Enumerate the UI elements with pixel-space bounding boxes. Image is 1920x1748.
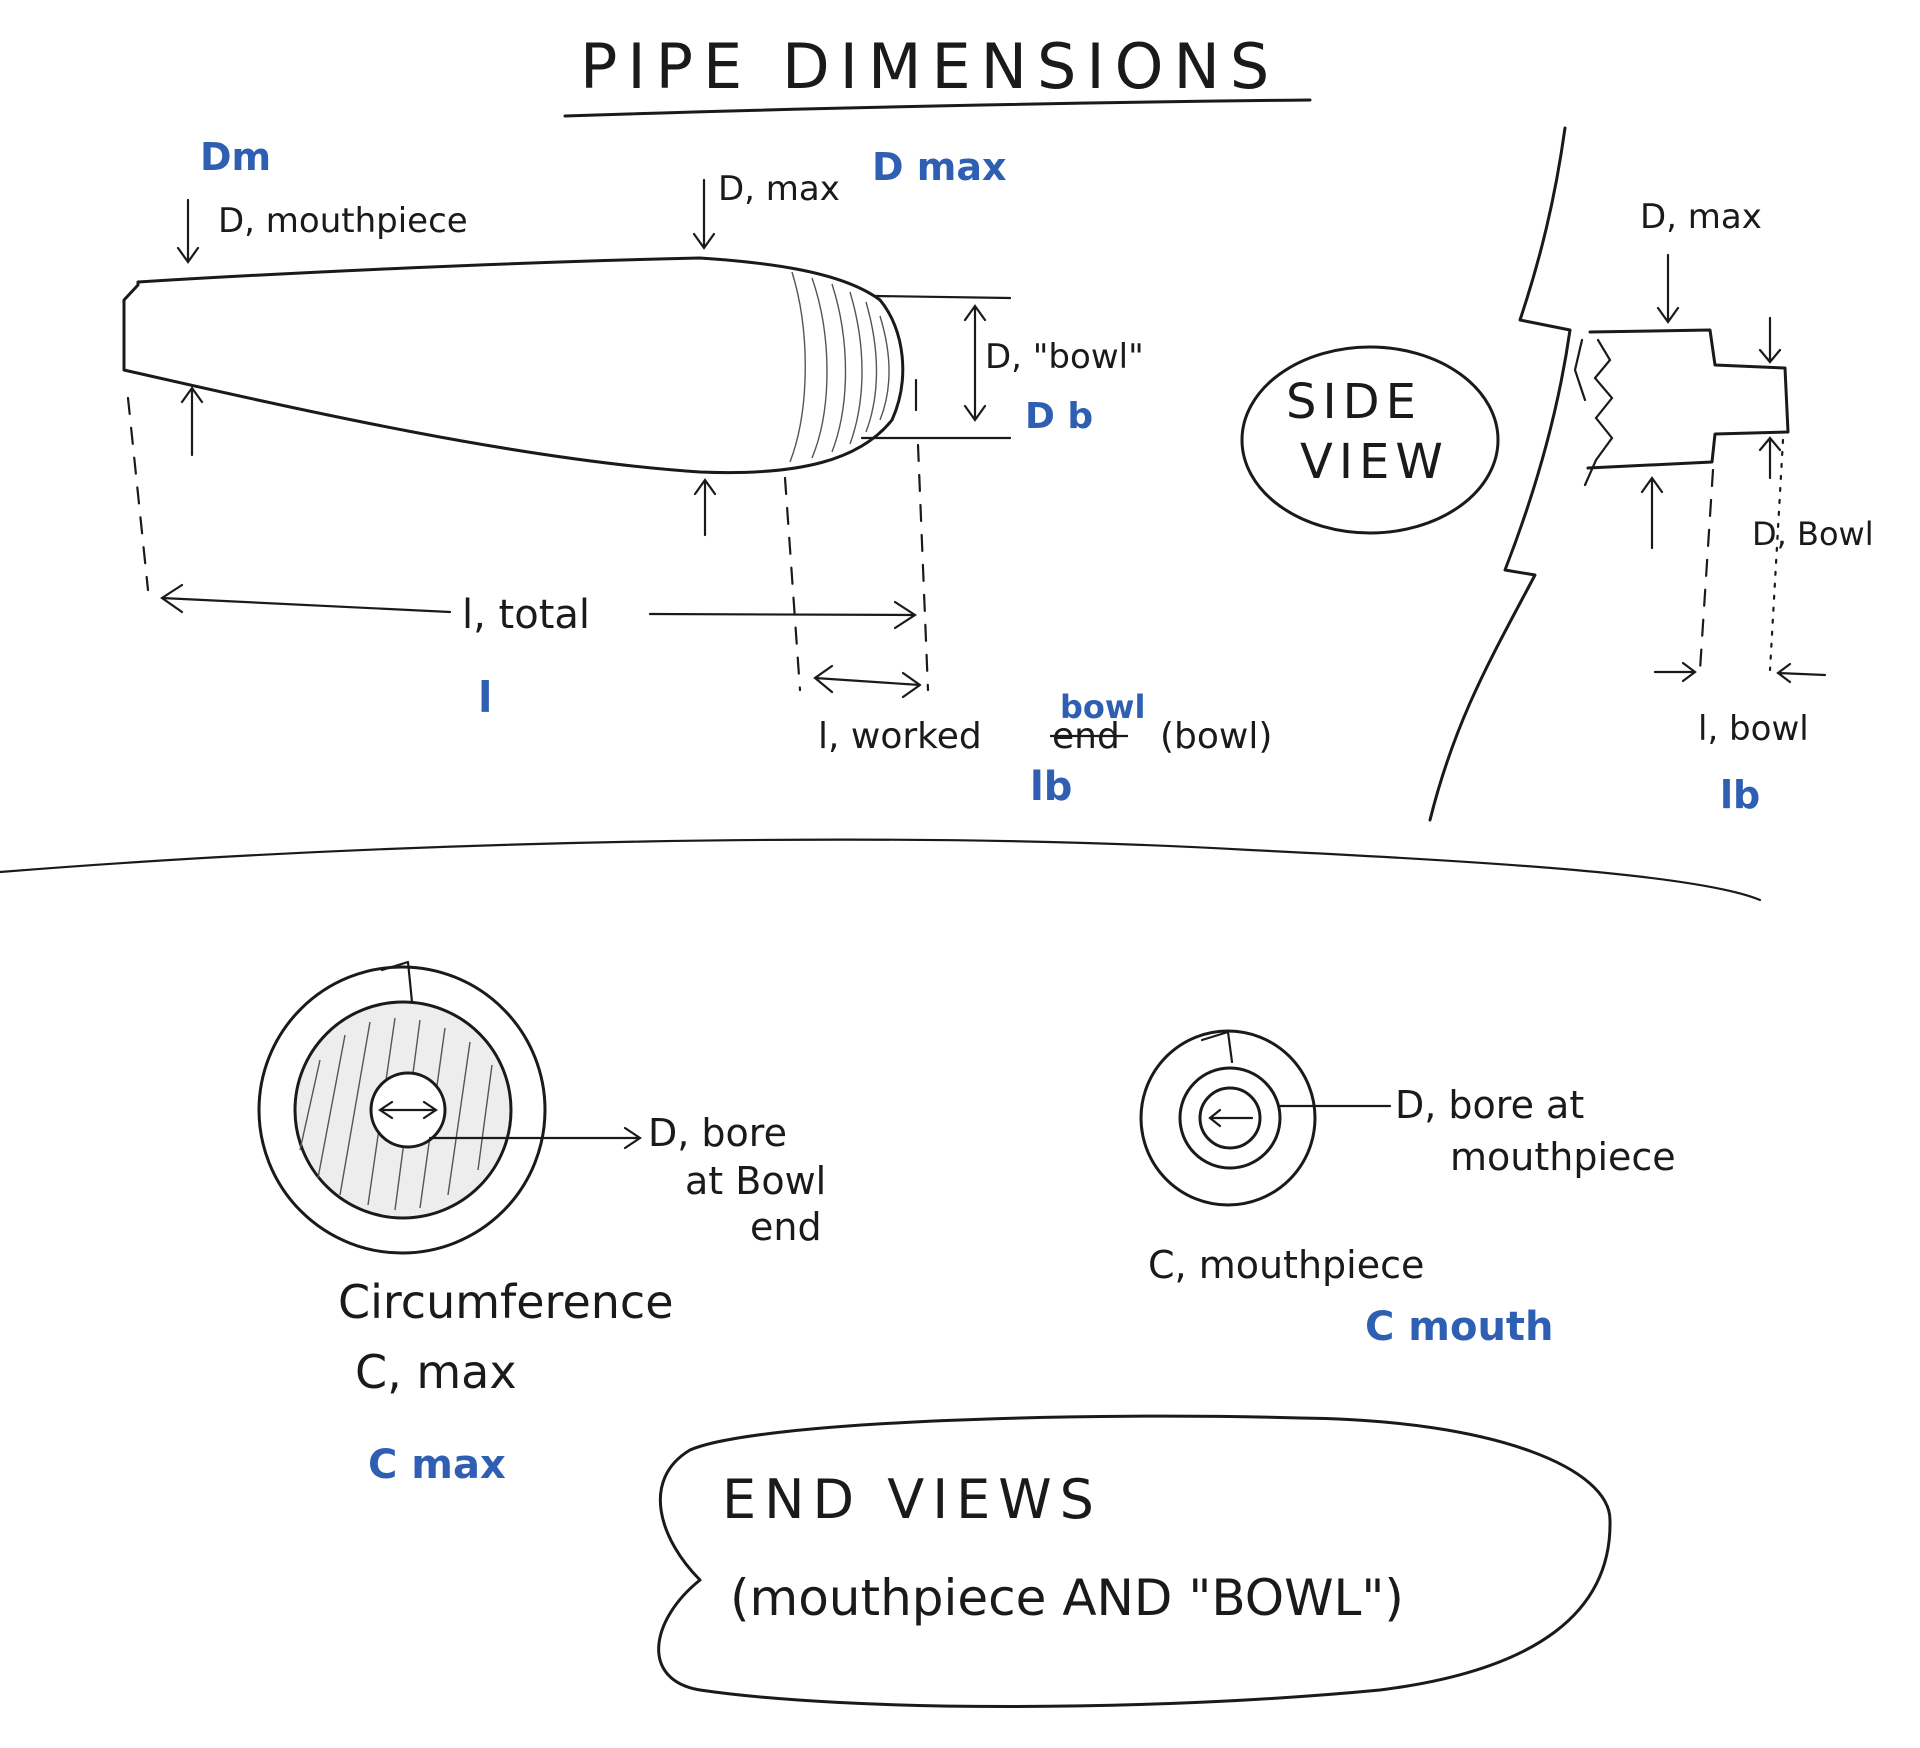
side-d-max-bottom-arrow bbox=[1640, 476, 1664, 550]
d-mouthpiece-bottom-arrow bbox=[180, 386, 204, 457]
bowl-bore-label-2: at Bowl bbox=[685, 1159, 826, 1203]
d-max-blue-label: D max bbox=[872, 145, 1007, 189]
side-view-bubble bbox=[1240, 345, 1500, 535]
c-max-blue-label: C max bbox=[368, 1442, 506, 1488]
l-worked-label: l, worked bbox=[818, 716, 982, 757]
mouth-bore-label-1: D, bore at bbox=[1395, 1083, 1584, 1127]
end-views-caption-1: END VIEWS bbox=[722, 1468, 1102, 1531]
end-view-mouthpiece: D, bore at mouthpiece C, mouthpiece C mo… bbox=[1139, 1029, 1676, 1350]
bowl-bore-leader bbox=[428, 1126, 642, 1150]
d-bowl-ext-top bbox=[873, 294, 1012, 300]
d-max-label: D, max bbox=[718, 169, 840, 209]
lb-label: lb bbox=[1030, 764, 1072, 810]
l-total-label: l, total bbox=[462, 592, 590, 638]
bowl-outer-circle bbox=[257, 965, 547, 1255]
side-ext-dot bbox=[1768, 438, 1785, 672]
d-mouthpiece-top-arrow bbox=[176, 198, 200, 264]
side-l-bowl-label: l, bowl bbox=[1698, 709, 1809, 749]
mouth-mid-circle bbox=[1178, 1066, 1282, 1170]
d-bowl-label: D, "bowl" bbox=[985, 337, 1144, 377]
mouth-top-tick bbox=[1200, 1030, 1234, 1064]
c-mouth-blue-label: C mouth bbox=[1365, 1304, 1554, 1350]
end-views-bubble bbox=[657, 1414, 1612, 1708]
mouth-bore-arrow bbox=[1208, 1108, 1254, 1128]
side-l-bowl-left-arrow bbox=[1653, 661, 1697, 683]
l-worked-insert-word: bowl bbox=[1060, 688, 1145, 726]
side-view-caption-1: SIDE bbox=[1286, 374, 1422, 430]
pipe-top-view: Dm D, mouthpiece D, max D max D, "bowl" … bbox=[122, 135, 1272, 810]
side-zigzag bbox=[1573, 338, 1614, 487]
bowl-top-tick bbox=[380, 960, 414, 1004]
page-title: PIPE DIMENSIONS bbox=[580, 30, 1279, 103]
c-mouthpiece-label: C, mouthpiece bbox=[1148, 1243, 1424, 1287]
side-break-line bbox=[1428, 126, 1572, 822]
l-total-arrow-right bbox=[648, 600, 918, 630]
d-bowl-double-arrow bbox=[963, 304, 987, 422]
circumference-label: Circumference bbox=[338, 1275, 674, 1329]
side-d-bowl-top-arrow bbox=[1758, 316, 1782, 364]
section-divider bbox=[0, 838, 1762, 902]
l-blue-label: l bbox=[478, 673, 492, 722]
end-views-caption: END VIEWS (mouthpiece AND "BOWL") bbox=[657, 1414, 1612, 1708]
dm-label: Dm bbox=[200, 135, 271, 179]
bowl-bore-label-3: end bbox=[750, 1205, 822, 1249]
side-d-bowl-bottom-arrow bbox=[1758, 436, 1782, 480]
side-profile bbox=[1586, 328, 1790, 470]
pipe-outline bbox=[122, 256, 905, 475]
side-d-max-label: D, max bbox=[1640, 197, 1762, 237]
d-max-bottom-arrow bbox=[693, 478, 717, 537]
end-views-caption-2: (mouthpiece AND "BOWL") bbox=[730, 1569, 1404, 1627]
ext-line-bowl-end bbox=[916, 443, 930, 692]
mouth-inner-circle bbox=[1198, 1086, 1262, 1150]
side-view: SIDE VIEW D, max D, Bowl l, bowl lb bbox=[1240, 126, 1874, 822]
ext-line-mouth-end bbox=[126, 396, 150, 592]
d-max-top-arrow bbox=[692, 178, 716, 250]
db-label: D b bbox=[1025, 396, 1093, 437]
l-worked-arrow bbox=[813, 664, 922, 699]
end-view-bowl: D, bore at Bowl end Circumference C, max… bbox=[257, 960, 826, 1488]
side-view-caption-2: VIEW bbox=[1300, 434, 1449, 490]
bowl-bore-double-arrow bbox=[378, 1100, 438, 1120]
bowl-hatching bbox=[789, 271, 890, 463]
side-d-bowl-label: D, Bowl bbox=[1752, 515, 1874, 553]
mouth-bore-label-2: mouthpiece bbox=[1450, 1135, 1676, 1179]
c-max-label: C, max bbox=[355, 1345, 517, 1399]
l-total-arrow-left bbox=[160, 583, 452, 614]
d-mouthpiece-label: D, mouthpiece bbox=[218, 201, 468, 241]
side-lb-label: lb bbox=[1720, 773, 1760, 817]
bowl-bore-label-1: D, bore bbox=[648, 1111, 787, 1155]
ext-line-worked-start bbox=[783, 476, 802, 692]
title-underline bbox=[563, 98, 1312, 118]
side-d-max-top-arrow bbox=[1656, 253, 1680, 324]
side-ext-dash bbox=[1698, 468, 1715, 672]
l-worked-suffix: (bowl) bbox=[1160, 716, 1272, 757]
side-l-bowl-right-arrow bbox=[1776, 662, 1827, 684]
